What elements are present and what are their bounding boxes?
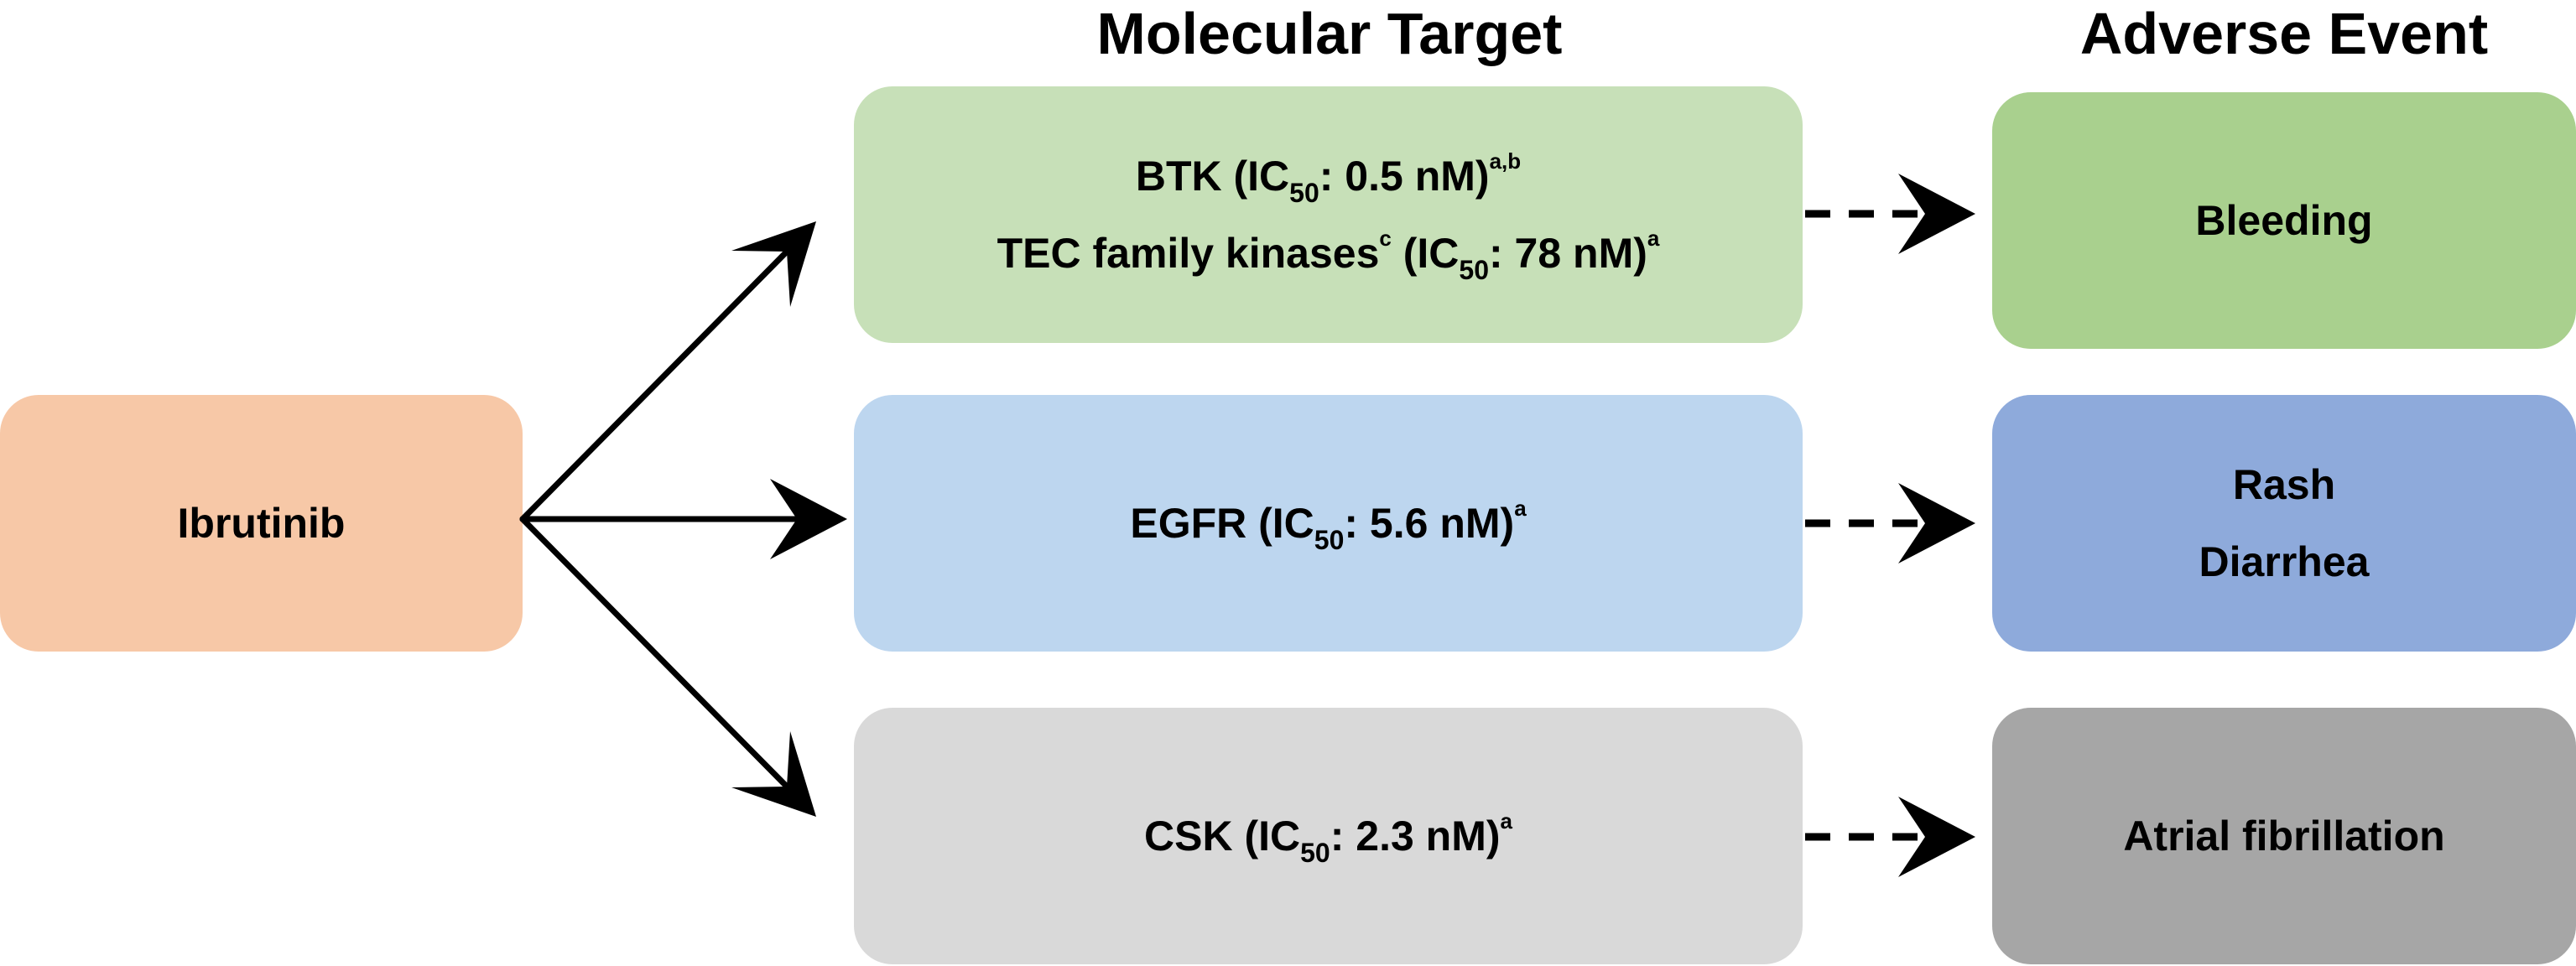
btk-ic-prefix: (IC [1221,153,1290,200]
csk-ic-value: : 2.3 nM) [1330,813,1501,860]
egfr-ic-subscript: 50 [1314,525,1345,555]
btk-ic-value: : 0.5 nM) [1319,153,1490,200]
adverse-event-heading: Adverse Event [2079,1,2489,66]
btk-target-node: BTK (IC50: 0.5 nM)a,b TEC family kinases… [854,86,1803,343]
atrial-fibrillation-label: Atrial fibrillation [2123,813,2445,860]
csk-ic-prefix: (IC [1232,813,1301,860]
tec-ic-value: : 78 nM) [1489,230,1647,277]
dashed-arrowhead-to-rash [1898,483,1975,564]
csk-ic-subscript: 50 [1300,838,1330,868]
egfr-target-node: EGFR (IC50: 5.6 nM)a [854,395,1803,652]
egfr-footnote: a [1514,496,1527,521]
molecular-target-heading: Molecular Target [1096,1,1563,66]
tec-name: TEC family kinases [997,230,1380,277]
csk-target-node: CSK (IC50: 2.3 nM)a [854,708,1803,964]
arrowhead-to-btk [731,221,816,307]
btk-footnote: a,b [1489,148,1522,174]
arrow-to-csk [519,516,792,792]
tec-footnote: a [1647,226,1660,251]
dashed-arrowhead-to-af [1898,797,1975,877]
arrowhead-to-csk [731,731,816,817]
egfr-ic-value: : 5.6 nM) [1344,500,1515,547]
diarrhea-label: Diarrhea [2199,538,2370,585]
arrow-to-btk [519,247,792,522]
egfr-line: EGFR (IC50: 5.6 nM)a [1130,485,1526,562]
btk-ic-subscript: 50 [1289,178,1319,208]
tec-ic-prefix: (IC [1391,230,1460,277]
tec-line: TEC family kinasesc (IC50: 78 nM)a [997,215,1660,292]
rash-label: Rash [2232,461,2336,508]
dashed-arrowhead-to-bleeding [1898,174,1975,254]
egfr-ic-prefix: (IC [1246,500,1314,547]
atrial-fibrillation-event-node: Atrial fibrillation [1992,708,2576,964]
bleeding-event-node: Bleeding [1992,92,2576,349]
csk-name: CSK [1144,813,1233,860]
rash-diarrhea-event-node: Rash Diarrhea [1992,395,2576,652]
bleeding-label: Bleeding [2195,197,2373,244]
arrowhead-to-egfr [770,479,847,559]
csk-line: CSK (IC50: 2.3 nM)a [1144,797,1512,875]
btk-name: BTK [1135,153,1222,200]
tec-ic-subscript: 50 [1459,255,1489,285]
btk-line: BTK (IC50: 0.5 nM)a,b [1136,138,1521,215]
ibrutinib-label: Ibrutinib [177,500,346,547]
csk-footnote: a [1500,808,1512,834]
tec-name-footnote: c [1379,226,1392,251]
ibrutinib-node: Ibrutinib [0,395,523,652]
egfr-name: EGFR [1130,500,1247,547]
